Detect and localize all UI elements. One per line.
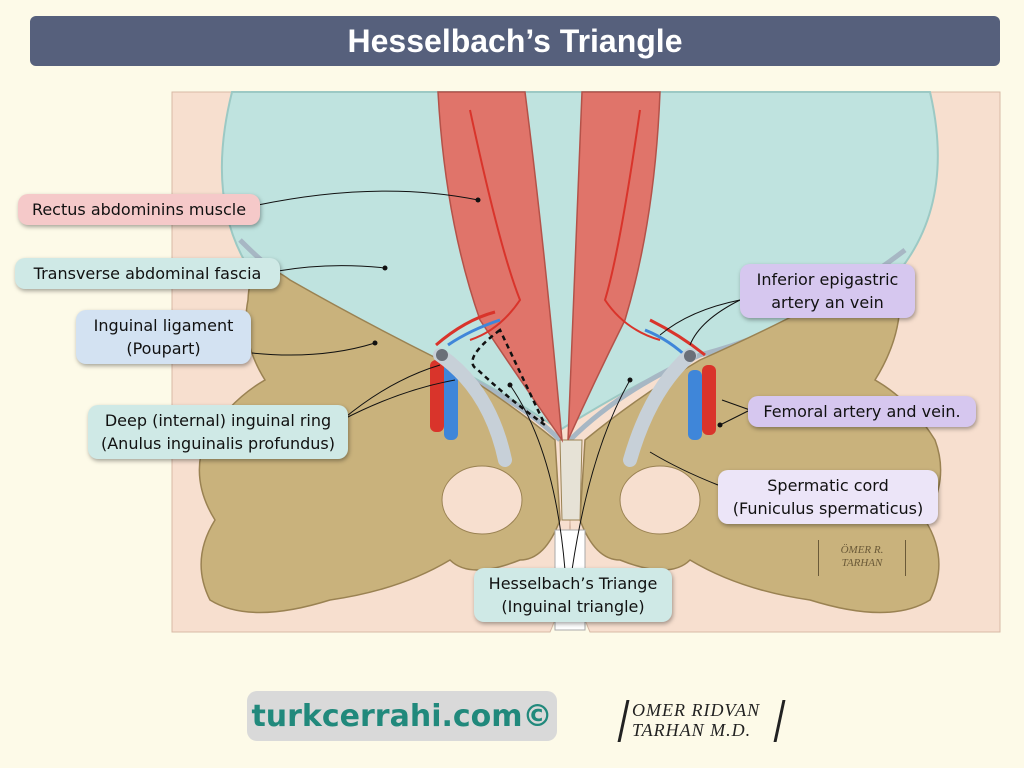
leader-lines [251, 190, 751, 571]
deep-ring-right [684, 350, 696, 362]
deep-ring-left [436, 349, 448, 361]
brand-badge[interactable]: turkcerrahi.com© [247, 691, 557, 741]
label-spermatic-line1: Spermatic cord [767, 476, 889, 495]
leader-dots [372, 197, 723, 428]
rectus-muscle-left [437, 91, 563, 443]
signature-bar-right [773, 700, 786, 742]
artist-stamp: ÖMER R. TARHAN [818, 540, 906, 576]
femoral-vessels-right [644, 318, 716, 440]
label-spermatic-cord: Spermatic cord (Funiculus spermaticus) [718, 470, 938, 524]
label-transverse-fascia: Transverse abdominal fascia [15, 258, 280, 289]
page-title: Hesselbach’s Triangle [347, 22, 683, 59]
label-inguinal-ligament: Inguinal ligament (Poupart) [76, 310, 251, 364]
signature-line1: OMER RIDVAN [632, 700, 761, 720]
label-transverse-text: Transverse abdominal fascia [33, 264, 262, 283]
label-rectus-muscle: Rectus abdominins muscle [18, 194, 260, 225]
label-deep-line2: (Anulus inguinalis profundus) [100, 434, 336, 453]
signature-line2: TARHAN M.D. [632, 720, 752, 740]
title-bar: Hesselbach’s Triangle [30, 16, 1000, 66]
label-deep-inguinal-ring: Deep (internal) inguinal ring (Anulus in… [88, 405, 348, 459]
label-inguinal-line2: (Poupart) [126, 339, 201, 358]
hesselbach-triangle-outline [471, 328, 549, 429]
label-inferior-epigastric: Inferior epigastric artery an vein [740, 264, 915, 318]
stamp-line1: ÖMER R. [840, 544, 884, 556]
label-hesselbach-line1: Hesselbach’s Triange [488, 574, 658, 593]
label-epigastric-line2: artery an vein [771, 293, 884, 312]
obturator-foramen-right [619, 465, 701, 535]
signature-bar-left [617, 700, 630, 742]
stamp-line2: TARHAN [841, 557, 883, 569]
obturator-foramen-left [441, 465, 523, 535]
spermatic-cord-left [433, 348, 512, 467]
label-epigastric-line1: Inferior epigastric [756, 270, 899, 289]
label-deep-line1: Deep (internal) inguinal ring [104, 411, 332, 430]
label-rectus-text: Rectus abdominins muscle [31, 200, 247, 219]
brand-text: turkcerrahi.com© [251, 698, 553, 734]
label-femoral-text: Femoral artery and vein. [763, 402, 961, 421]
label-spermatic-line2: (Funiculus spermaticus) [732, 499, 924, 518]
author-signature: OMER RIDVAN TARHAN M.D. [617, 700, 788, 744]
spermatic-cord-right [623, 348, 697, 467]
label-hesselbach-line2: (Inguinal triangle) [501, 597, 645, 616]
epigastric-vessels-left [469, 109, 522, 341]
epigastric-vessels-right [603, 109, 661, 341]
label-femoral-vessels: Femoral artery and vein. [748, 396, 976, 427]
label-inguinal-line1: Inguinal ligament [93, 316, 234, 335]
pubic-symphysis [559, 439, 583, 521]
label-hesselbach-triangle: Hesselbach’s Triange (Inguinal triangle) [474, 568, 672, 622]
